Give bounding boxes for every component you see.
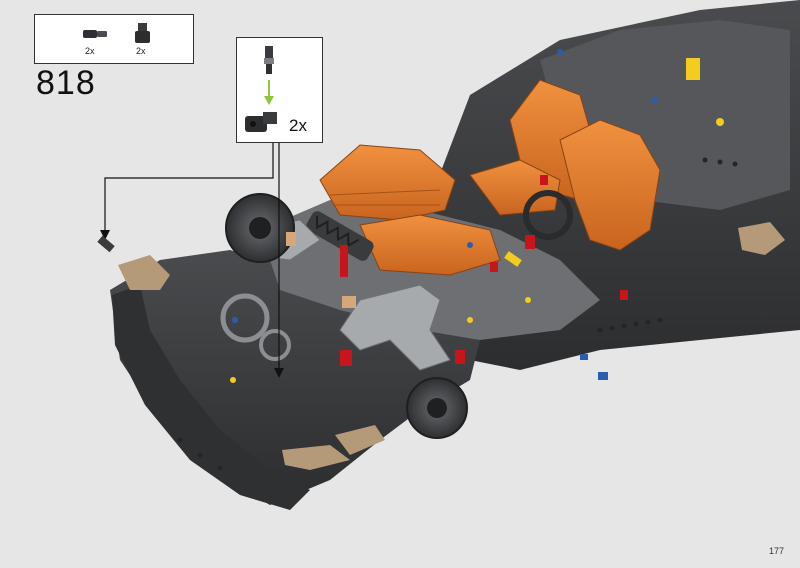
seat-right xyxy=(469,79,661,251)
seat-left xyxy=(319,144,501,276)
callout-pin-icon xyxy=(264,46,274,74)
part-qty-2: 2x xyxy=(136,46,146,56)
technic-holes xyxy=(177,157,738,471)
blue-pins xyxy=(232,49,658,380)
arrow-head-left xyxy=(100,230,110,240)
page-number: 177 xyxy=(768,546,784,556)
callout-qty: 2x xyxy=(289,116,307,135)
pin-target-center xyxy=(273,380,285,388)
red-pins xyxy=(340,175,628,366)
arrow-head-center xyxy=(274,368,284,378)
tan-panel-bottom xyxy=(282,445,350,470)
connector-icon xyxy=(135,23,150,43)
pin-target-left xyxy=(97,235,115,253)
tan-panel-right xyxy=(738,222,785,255)
steering-wheel xyxy=(523,190,573,240)
shock-absorber xyxy=(306,211,374,277)
tan-panel-left xyxy=(118,255,170,290)
parts-list-box: 2x 2x xyxy=(34,14,194,64)
step-number: 818 xyxy=(36,64,96,102)
assembly-arrows xyxy=(104,143,280,370)
callout-connector-icon xyxy=(245,112,277,132)
suspension-arm xyxy=(339,284,451,371)
yellow-pins xyxy=(230,58,724,383)
axle-pin-icon xyxy=(83,30,107,38)
subassembly-callout: 2x xyxy=(236,37,323,143)
gear-disc xyxy=(220,293,270,343)
part-qty-1: 2x xyxy=(85,46,95,56)
front-fender xyxy=(112,285,310,510)
green-arrow-icon xyxy=(264,80,274,105)
